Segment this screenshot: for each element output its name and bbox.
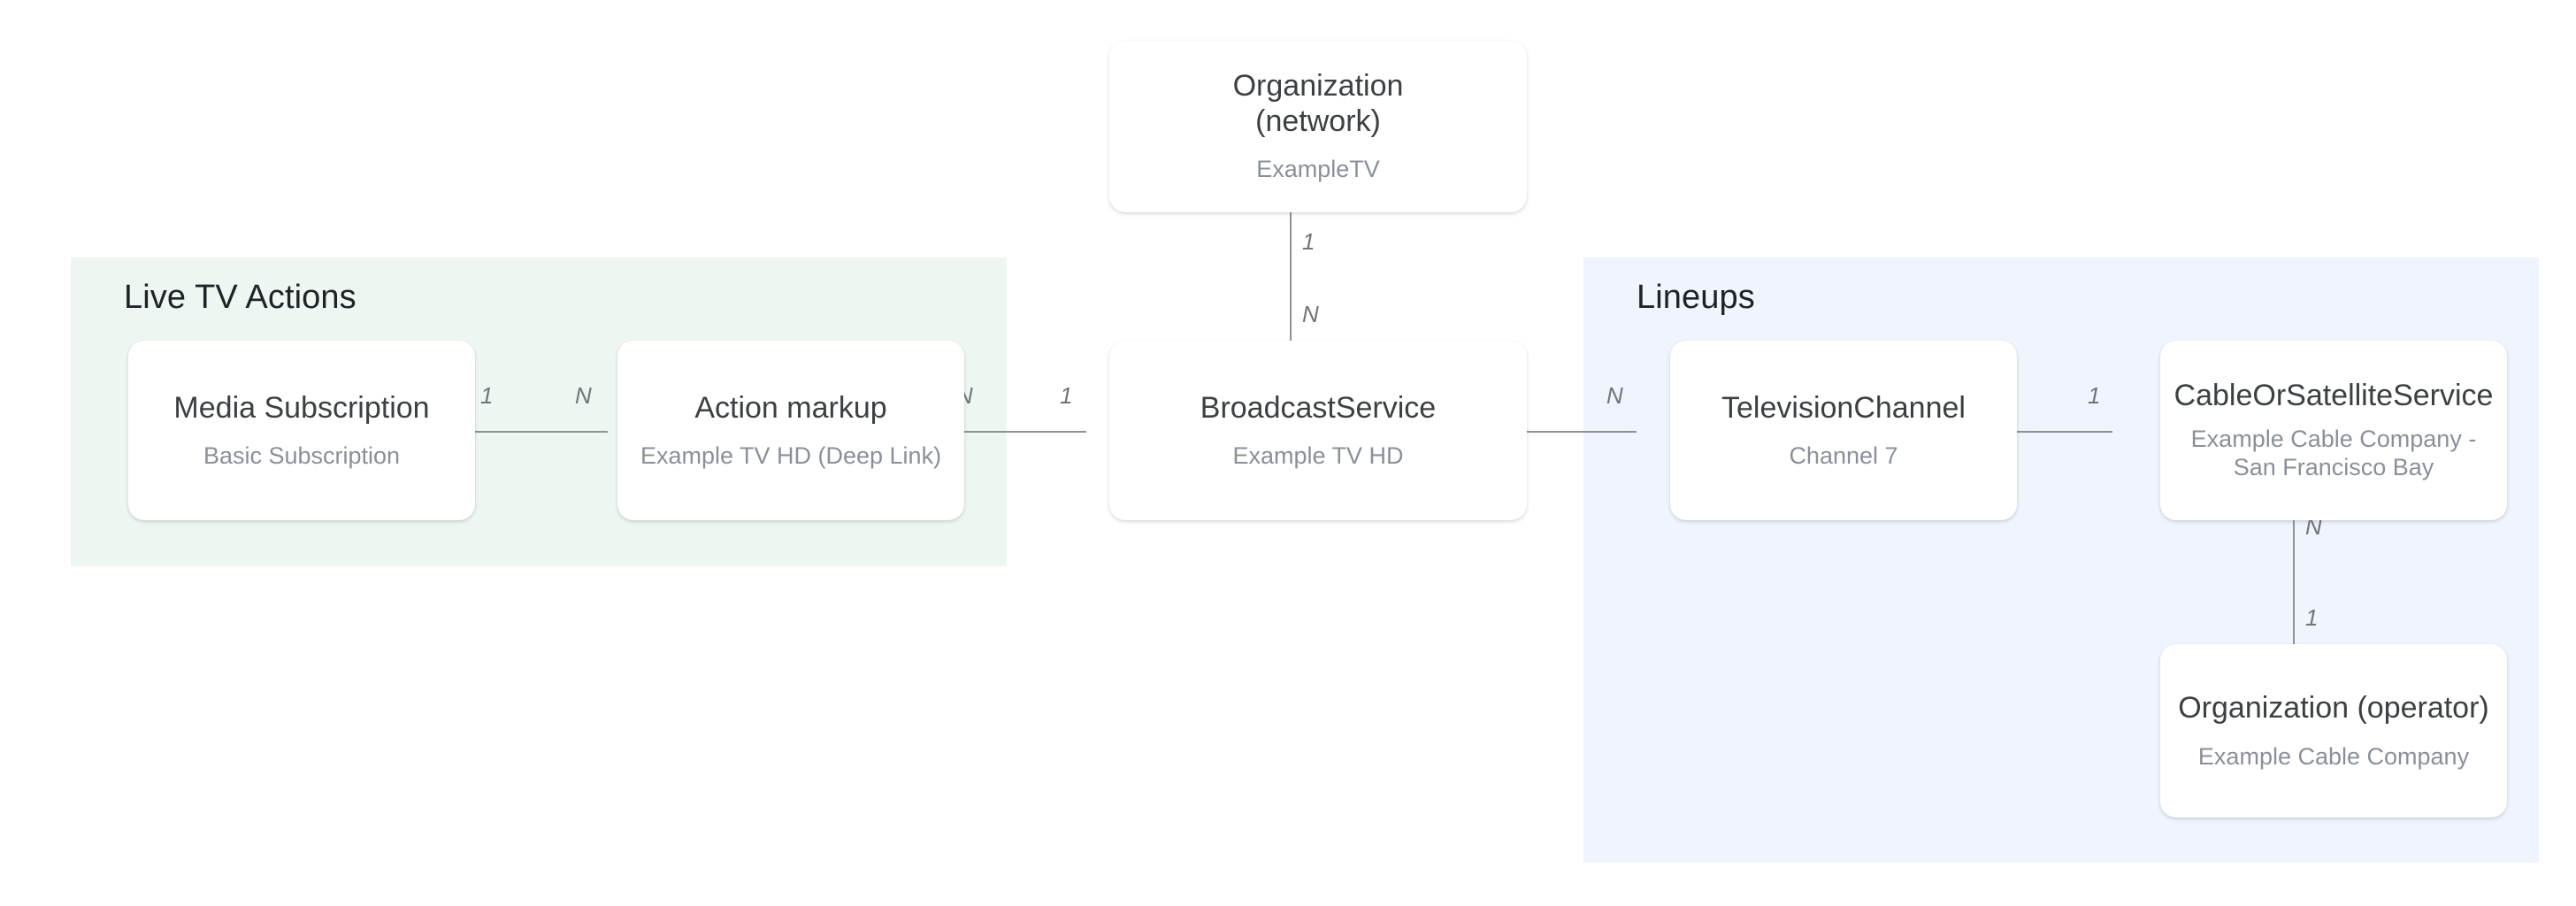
edge-label-action-to-broadcast-to: 1 xyxy=(1060,382,1073,409)
node-card-action-markup[interactable]: Action markup Example TV HD (Deep Link) xyxy=(617,341,964,520)
node-card-television-channel[interactable]: TelevisionChannel Channel 7 xyxy=(1670,341,2017,520)
node-title-action-markup: Action markup xyxy=(694,390,887,425)
edge-media-sub-to-action xyxy=(466,431,608,433)
edge-label-cable-to-operator-to: 1 xyxy=(2305,604,2319,631)
node-subtitle-broadcast-service: Example TV HD xyxy=(1232,442,1404,470)
edge-label-org-network-to-broadcast-from: 1 xyxy=(1302,228,1315,255)
edge-label-org-network-to-broadcast-to: N xyxy=(1302,301,1319,327)
node-subtitle-action-markup: Example TV HD (Deep Link) xyxy=(640,442,942,470)
edge-broadcast-to-channel xyxy=(1495,431,1637,433)
node-subtitle-organization-operator: Example Cable Company xyxy=(2197,742,2470,770)
edge-org-network-to-broadcast xyxy=(1290,211,1292,343)
edge-label-broadcast-to-channel-to: N xyxy=(1606,382,1623,409)
node-title-media-subscription: Media Subscription xyxy=(173,390,430,425)
group-title-lineups: Lineups xyxy=(1637,279,1755,316)
node-subtitle-cable-or-satellite-service: Example Cable Company - San Francisco Ba… xyxy=(2190,425,2477,481)
node-title-organization-operator: Organization (operator) xyxy=(2178,691,2489,726)
node-title-broadcast-service: BroadcastService xyxy=(1200,390,1437,425)
edge-cable-to-operator xyxy=(2293,515,2295,646)
edge-action-to-broadcast xyxy=(945,431,1086,433)
node-title-cable-or-satellite-service: CableOrSatelliteService xyxy=(2174,379,2494,413)
node-card-organization-operator[interactable]: Organization (operator) Example Cable Co… xyxy=(2160,644,2507,818)
node-subtitle-television-channel: Channel 7 xyxy=(1789,442,1898,470)
node-title-television-channel: TelevisionChannel xyxy=(1721,390,1966,425)
node-title-organization-network: Organization (network) xyxy=(1232,69,1404,138)
edge-channel-to-cable xyxy=(1971,431,2112,433)
node-card-media-subscription[interactable]: Media Subscription Basic Subscription xyxy=(128,341,475,520)
edge-label-media-sub-to-action-from: 1 xyxy=(480,382,494,409)
node-subtitle-organization-network: ExampleTV xyxy=(1256,156,1380,183)
node-card-broadcast-service[interactable]: BroadcastService Example TV HD xyxy=(1109,341,1527,520)
node-card-cable-or-satellite-service[interactable]: CableOrSatelliteService Example Cable Co… xyxy=(2160,341,2507,520)
node-card-organization-network[interactable]: Organization (network) ExampleTV xyxy=(1109,41,1527,212)
edge-label-channel-to-cable-to: 1 xyxy=(2088,382,2101,409)
edge-label-media-sub-to-action-to: N xyxy=(575,382,592,409)
group-title-live-tv-actions: Live TV Actions xyxy=(124,279,356,316)
node-subtitle-media-subscription: Basic Subscription xyxy=(203,442,401,470)
